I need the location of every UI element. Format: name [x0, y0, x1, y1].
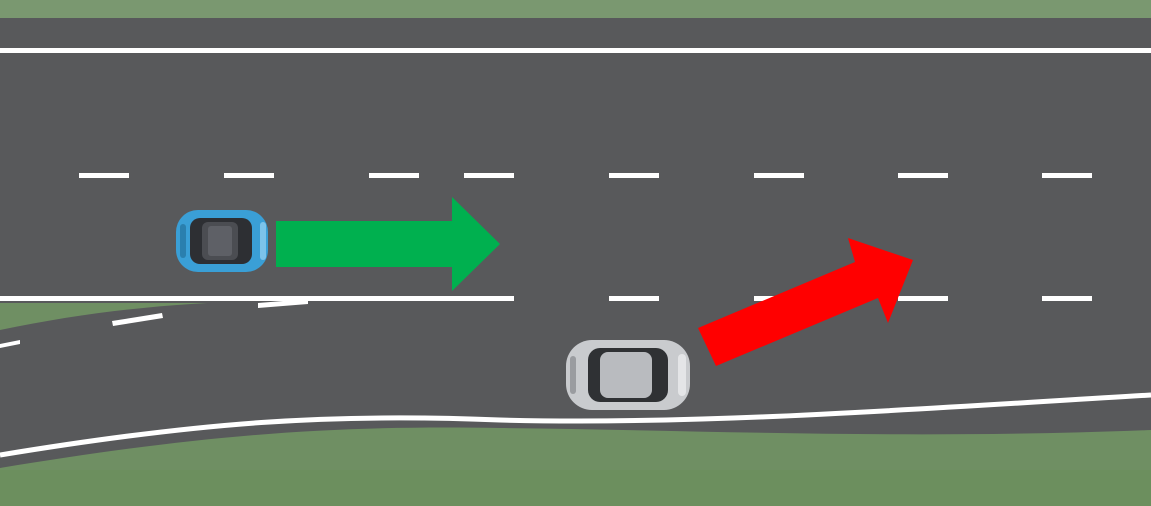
blue-car — [176, 210, 268, 272]
red-merge-arrow — [698, 238, 913, 366]
main-road — [0, 18, 1151, 303]
merge-lane-edge-bottom — [0, 392, 1151, 458]
silver-car — [566, 340, 690, 410]
lane-divider-dashed — [79, 173, 1092, 178]
grass-texture-bottom — [0, 470, 1151, 506]
green-straight-arrow — [276, 197, 500, 291]
road-edge-line-top — [0, 48, 1151, 53]
main-lane-edge-solid — [0, 296, 514, 301]
grass-texture-top — [0, 0, 1151, 18]
